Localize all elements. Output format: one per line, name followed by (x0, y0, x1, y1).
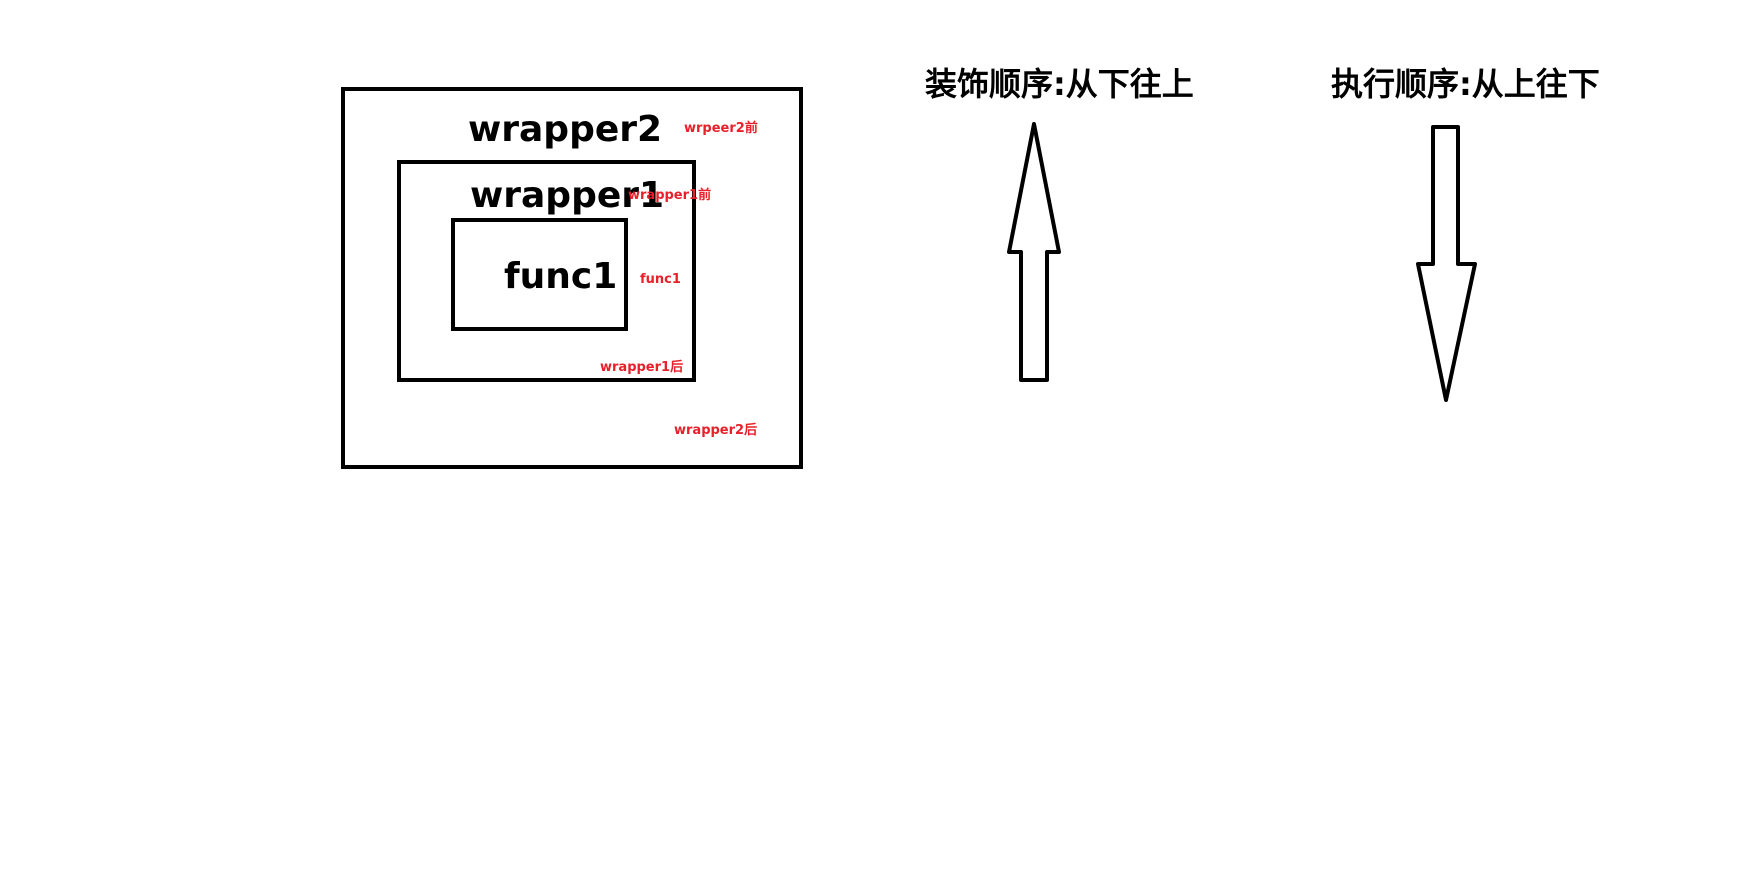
down-arrow-icon (1416, 125, 1477, 402)
inner-box-func1 (451, 218, 628, 331)
outer-box-wrapper2 (341, 87, 803, 469)
outer-box-note-before: wrpeer2前 (684, 121, 758, 136)
decoration-order-title: 装饰顺序:从下往上 (925, 65, 1194, 103)
outer-box-note-after: wrapper2后 (674, 423, 758, 438)
outer-box-label: wrapper2 (468, 109, 663, 150)
inner-box-note: func1 (640, 272, 681, 287)
up-arrow-icon (1007, 122, 1061, 382)
middle-box-note-before: wrapper1前 (628, 188, 712, 203)
inner-box-label: func1 (504, 256, 618, 297)
execution-order-title: 执行顺序:从上往下 (1331, 65, 1600, 103)
middle-box-wrapper1 (397, 160, 696, 382)
middle-box-note-after: wrapper1后 (600, 360, 684, 375)
middle-box-label: wrapper1 (470, 175, 665, 216)
